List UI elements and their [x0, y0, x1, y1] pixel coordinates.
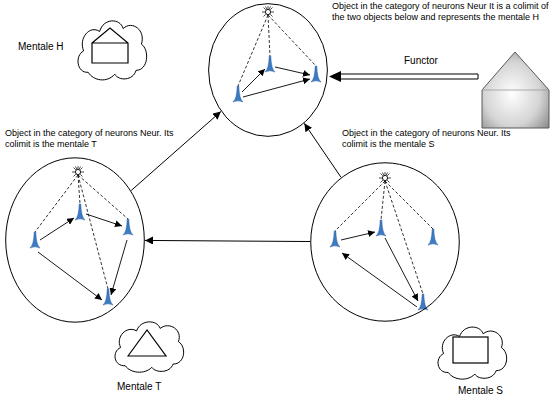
cocone-lines — [35, 15, 433, 294]
cloud-outline — [73, 14, 149, 82]
mentale-cloud: Mentale S — [433, 321, 509, 381]
neuron-category-object: Object in the category of neurons Neur I… — [208, 3, 328, 137]
ellipse-border — [209, 4, 328, 137]
cocone-line — [268, 15, 316, 66]
neuron-symbol — [123, 219, 133, 235]
cloud-border — [78, 21, 147, 80]
neuron-symbol — [376, 220, 386, 236]
neuron-category-object: Object in the category of neurons Neur. … — [5, 157, 145, 323]
ellipse-outline — [208, 3, 328, 137]
synapse-links — [38, 67, 418, 307]
morphism-arrow — [145, 240, 310, 241]
synapse-arrow — [243, 79, 310, 97]
house-illustration — [482, 52, 549, 128]
neuron-symbol — [311, 66, 321, 82]
cocone-line — [335, 181, 385, 231]
synapse-arrow — [275, 67, 310, 75]
cloud-border — [438, 327, 507, 379]
neuron-symbol — [265, 56, 275, 72]
node-text: Mentale T — [117, 381, 177, 393]
synapse-arrow — [111, 240, 127, 295]
cocone-line — [385, 181, 433, 229]
functor-label: Functor — [404, 55, 464, 67]
node-text: Object in the category of neurons Neur. … — [342, 128, 524, 150]
ellipse-outline — [310, 162, 460, 322]
neuron-symbol — [75, 204, 85, 220]
cocone-line — [268, 15, 270, 56]
colimit-apex — [72, 166, 84, 177]
node-text: Mentale H — [18, 41, 72, 53]
morphism-arrow — [131, 111, 221, 190]
node-text: Object in the category of neurons Neur I… — [332, 1, 550, 23]
colimit-apex — [262, 6, 274, 17]
cocone-line — [35, 175, 78, 232]
functor-arrow-tail — [478, 74, 479, 79]
ellipse-outline — [5, 157, 145, 323]
neuron-symbol — [30, 232, 40, 248]
synapse-arrow — [242, 69, 265, 92]
cloud-border — [115, 322, 184, 372]
functor-arrow-head — [329, 71, 341, 82]
neuron-symbol — [233, 86, 243, 102]
synapse-arrow — [341, 232, 375, 240]
neuron-symbol — [103, 289, 113, 305]
synapse-arrow — [385, 238, 418, 301]
cocone-line — [78, 175, 80, 204]
ellipse-border — [311, 163, 460, 321]
cocone-line — [385, 181, 423, 294]
neuron-symbol — [428, 229, 438, 245]
node-text: Mentale S — [458, 385, 518, 397]
synapse-arrow — [342, 253, 417, 307]
ellipse-border — [6, 158, 145, 322]
cocone-line — [78, 175, 108, 289]
mentale-cloud: Mentale T — [110, 316, 186, 374]
synapse-arrow — [38, 252, 102, 300]
cocone-line — [78, 175, 128, 219]
cloud-outline — [433, 321, 509, 381]
neuron-symbol — [330, 231, 340, 247]
mentale-cloud: Mentale H — [73, 14, 149, 82]
house-eave — [482, 90, 549, 91]
synapse-arrow — [40, 218, 74, 240]
cloud-outline — [110, 316, 186, 374]
synapse-arrow — [86, 214, 122, 226]
morphism-arrow — [304, 123, 341, 177]
node-text: Object in the category of neurons Neur. … — [5, 128, 187, 150]
cocone-line — [381, 181, 385, 220]
functor-arrow-shaft — [340, 74, 478, 79]
neuron-category-object: Object in the category of neurons Neur. … — [310, 162, 460, 322]
colimit-apex — [379, 172, 391, 183]
cocone-line — [238, 15, 268, 86]
